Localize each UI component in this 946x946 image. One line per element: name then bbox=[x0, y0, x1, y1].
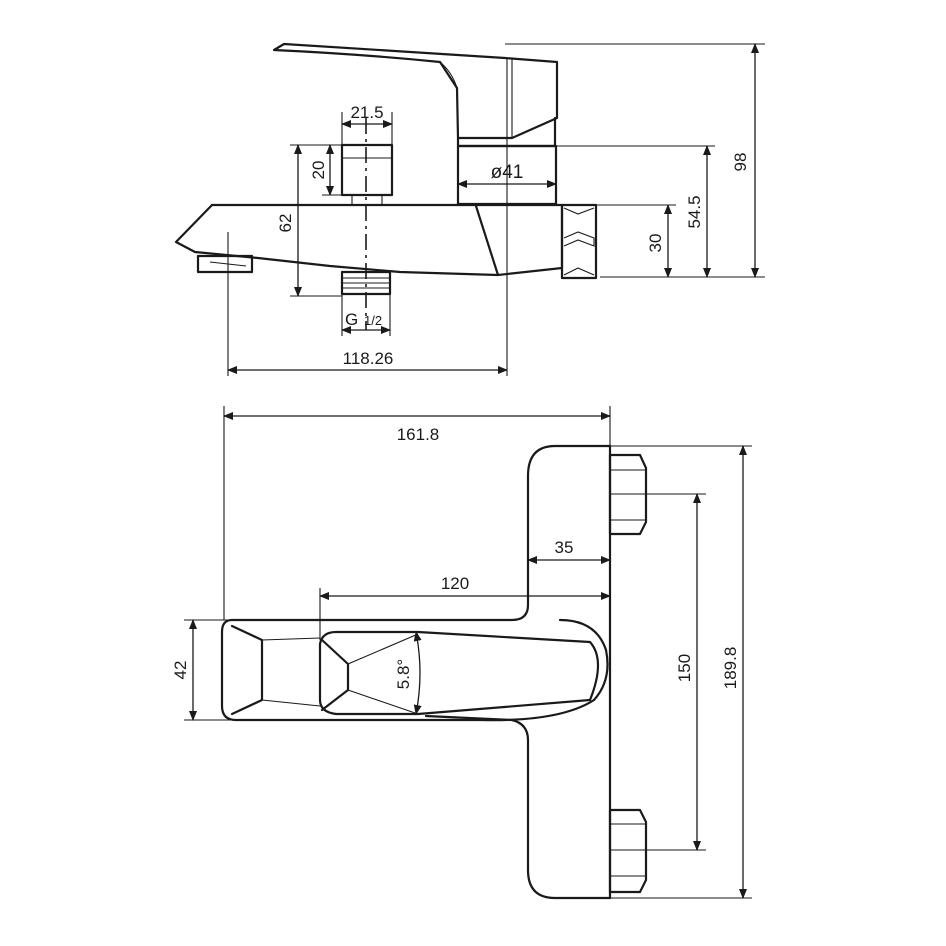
dim-height-total: 98 bbox=[505, 43, 765, 278]
dim-centers: 150 bbox=[646, 493, 706, 851]
dim-body-length: 189.8 bbox=[610, 445, 752, 899]
dim-spout-angle-label: 5.8° bbox=[394, 659, 413, 689]
dim-nut-height: 30 bbox=[596, 204, 676, 278]
dim-height-to-body-label: 54.5 bbox=[685, 195, 704, 228]
dim-spout-length-label: 118.26 bbox=[343, 349, 394, 368]
spout bbox=[174, 203, 500, 277]
dim-spout-length-plan: 120 bbox=[319, 574, 611, 640]
dim-spout-height: 62 bbox=[276, 144, 342, 297]
dim-body-length-label: 189.8 bbox=[721, 647, 740, 690]
hex-nut bbox=[560, 203, 598, 280]
dim-height-to-body: 54.5 bbox=[556, 145, 715, 278]
dim-wall-offset: 35 bbox=[527, 538, 611, 564]
dim-spout-height-label: 62 bbox=[276, 214, 295, 233]
dim-thread: G 1/2 bbox=[341, 294, 391, 336]
dim-spout-width-label: 42 bbox=[171, 661, 190, 680]
dim-top-height-label: 20 bbox=[309, 161, 328, 180]
dim-centers-label: 150 bbox=[675, 654, 694, 682]
dim-overall-length-label: 161.8 bbox=[397, 425, 440, 444]
dim-top-width-label: 21.5 bbox=[350, 103, 383, 122]
spout-body bbox=[210, 203, 564, 277]
lever-handle bbox=[272, 42, 559, 140]
top-connector bbox=[340, 143, 394, 197]
aerator bbox=[196, 254, 254, 274]
dim-spout-length: 118.26 bbox=[227, 58, 508, 376]
nut-bottom bbox=[608, 808, 648, 894]
dim-top-width: 21.5 bbox=[341, 103, 393, 145]
wall-body bbox=[318, 444, 612, 622]
spout-plan bbox=[220, 618, 609, 722]
lever-plan bbox=[318, 630, 600, 716]
dim-wall-offset-label: 35 bbox=[555, 538, 574, 557]
plan-view: 161.8 35 120 42 5.8° bbox=[171, 406, 752, 900]
dim-spout-width: 42 bbox=[171, 619, 236, 721]
dim-thread-size-label: 1/2 bbox=[364, 313, 382, 328]
dim-thread-label: G bbox=[345, 310, 358, 329]
dim-spout-length-plan-label: 120 bbox=[441, 574, 469, 593]
nut-top bbox=[608, 453, 648, 536]
dim-height-total-label: 98 bbox=[731, 153, 750, 172]
dim-nut-height-label: 30 bbox=[646, 234, 665, 253]
side-view: 21.5 20 62 ø41 98 bbox=[174, 42, 765, 376]
dim-top-height: 20 bbox=[309, 144, 342, 196]
dim-spout-angle: 5.8° bbox=[394, 631, 422, 715]
dim-overall-length: 161.8 bbox=[223, 406, 611, 620]
